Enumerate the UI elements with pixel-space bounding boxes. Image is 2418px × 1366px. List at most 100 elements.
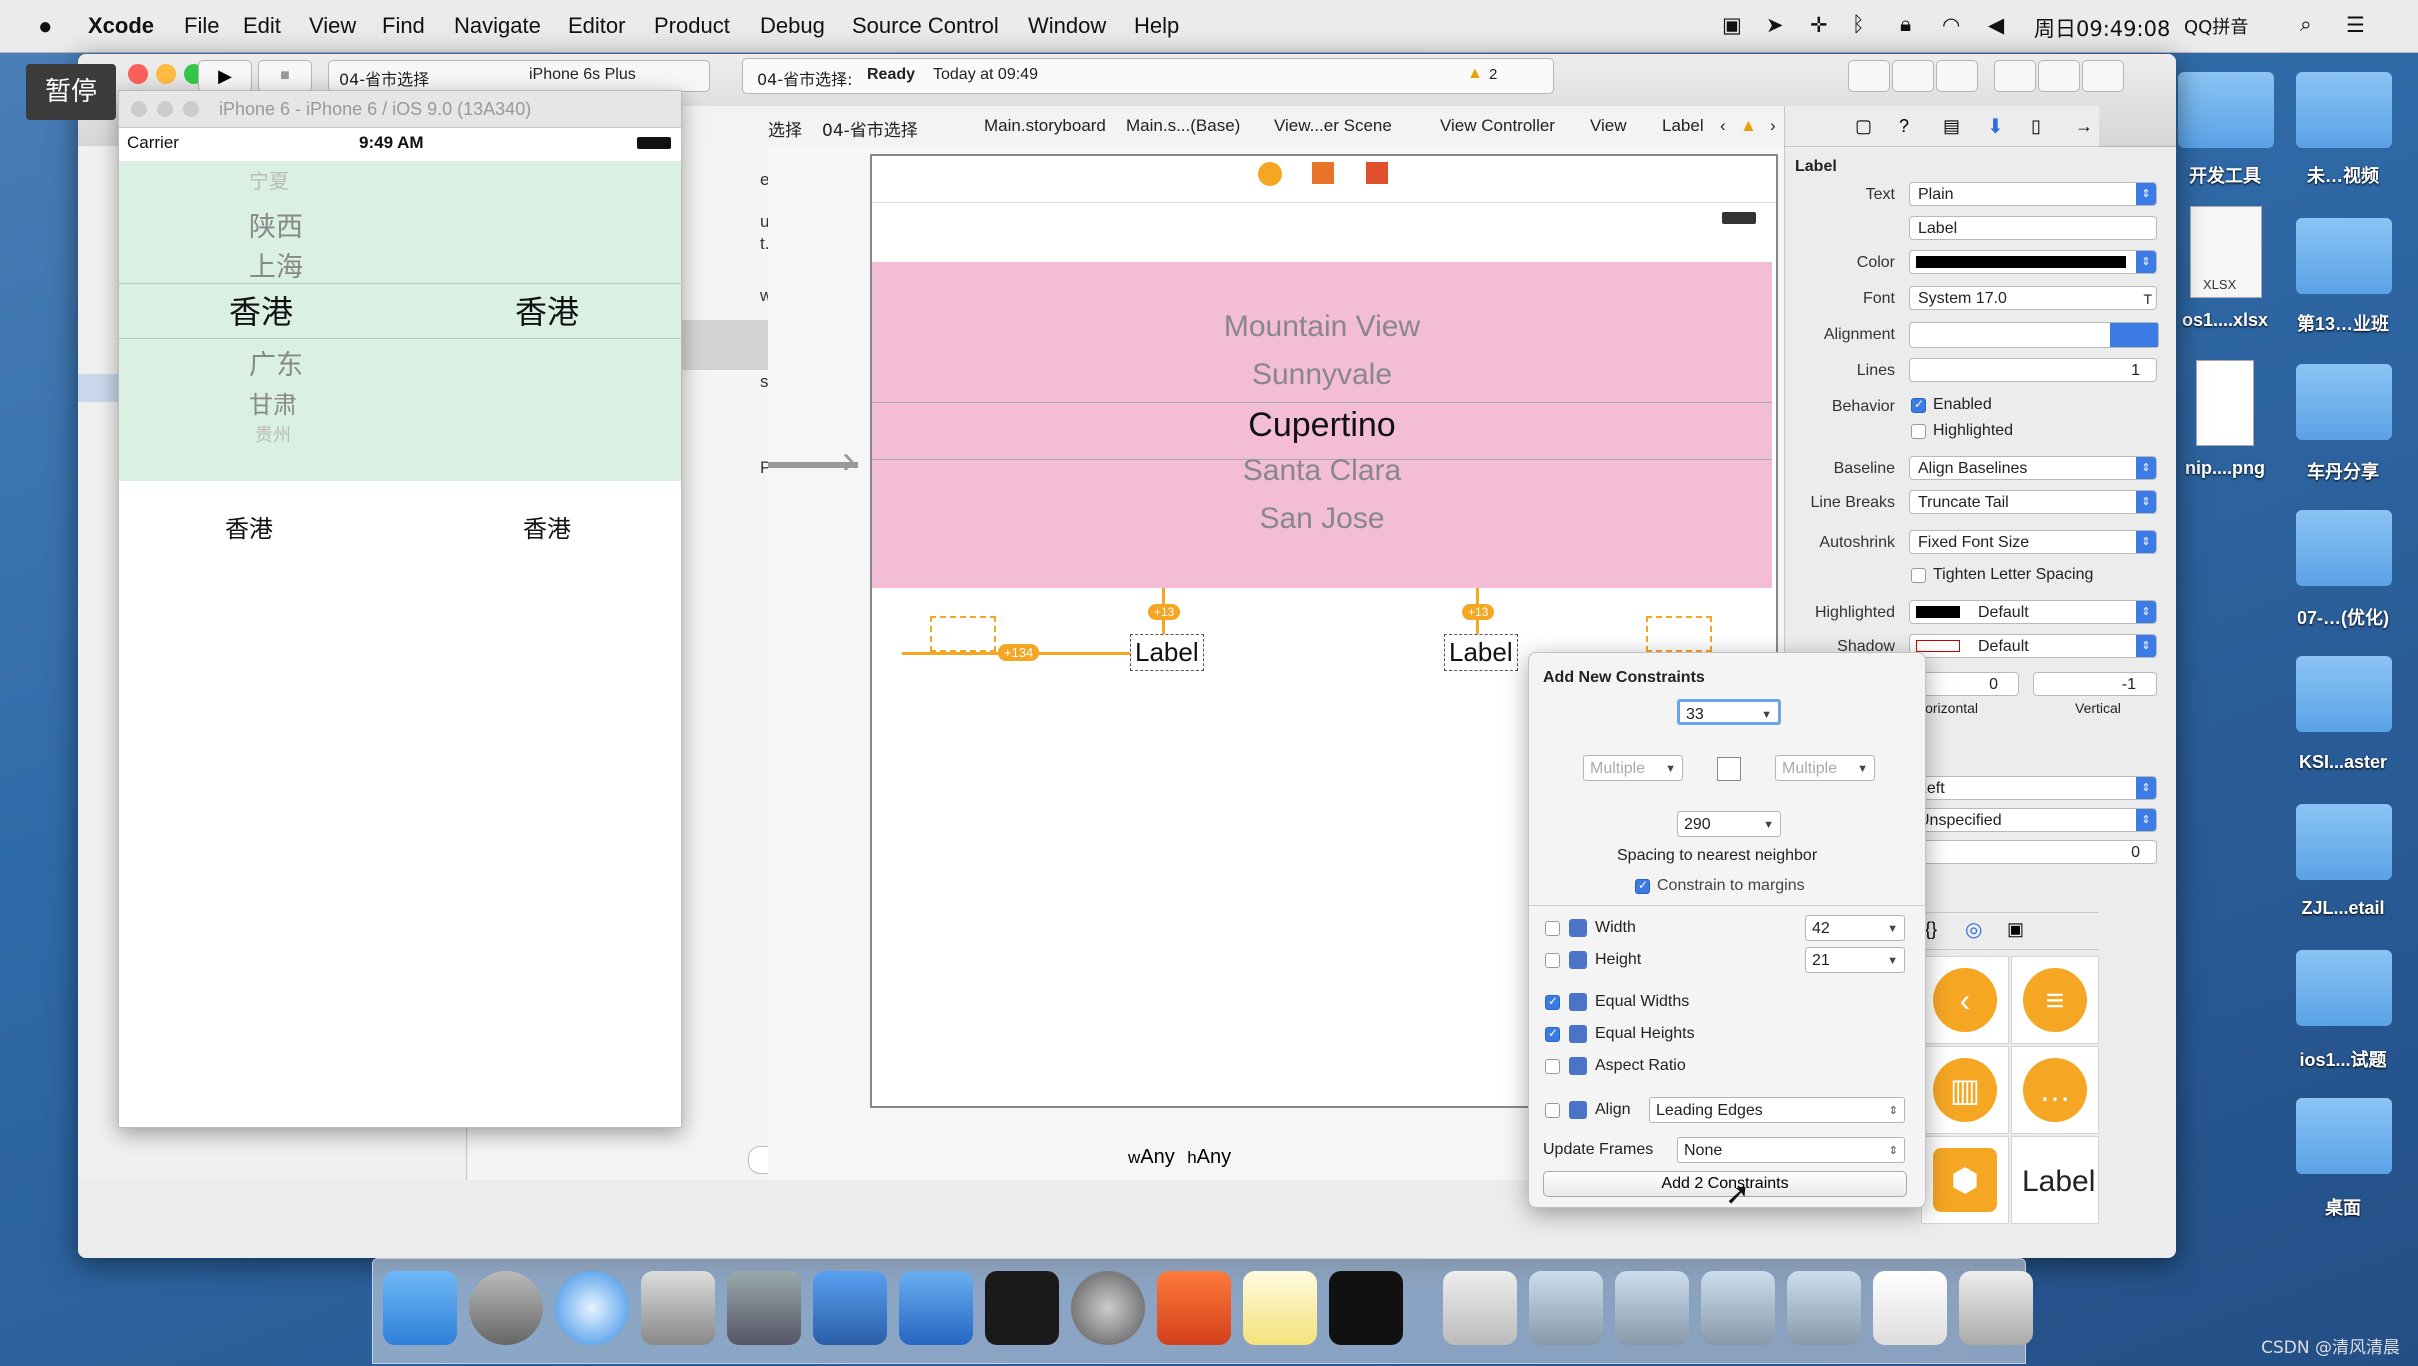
equal-widths-checkbox[interactable] <box>1545 994 1560 1010</box>
text-content-field[interactable]: Label <box>1909 216 2157 240</box>
folder-icon[interactable] <box>2296 1098 2392 1174</box>
input-method[interactable]: QQ拼音 <box>2184 17 2249 38</box>
safari-icon[interactable] <box>555 1271 629 1345</box>
attributes-inspector-icon[interactable]: ⬇ <box>1987 116 2004 138</box>
menu-editor[interactable]: Editor <box>568 13 626 38</box>
notification-center-icon[interactable]: ☰ <box>2346 14 2365 37</box>
aspect-ratio-checkbox[interactable] <box>1545 1059 1560 1074</box>
finder-icon[interactable] <box>383 1271 457 1345</box>
shadow-offset-h[interactable]: 0 <box>1909 672 2019 696</box>
apple-icon[interactable]: ● <box>38 13 53 40</box>
minimized-window-icon[interactable] <box>1529 1271 1603 1345</box>
desktop-icon-label[interactable]: 桌面 <box>2325 1198 2361 1218</box>
tighten-checkbox[interactable] <box>1911 568 1926 583</box>
alignment-justified-selected[interactable] <box>2110 323 2158 347</box>
folder-icon[interactable] <box>2296 656 2392 732</box>
simulator-minimize-button[interactable] <box>157 101 173 117</box>
identity-inspector-icon[interactable]: ▤ <box>1943 116 1961 136</box>
align-checkbox[interactable] <box>1545 1103 1560 1118</box>
connections-inspector-icon[interactable]: → <box>2075 116 2093 136</box>
version-editor-icon[interactable] <box>1936 60 1978 92</box>
menu-find[interactable]: Find <box>382 13 425 38</box>
semantic-popup[interactable]: Unspecified⇕ <box>1909 808 2157 832</box>
standard-editor-icon[interactable] <box>1848 60 1890 92</box>
terminal-icon[interactable] <box>985 1271 1059 1345</box>
help-inspector-icon[interactable]: ? <box>1899 116 1910 136</box>
menu-debug[interactable]: Debug <box>760 13 825 38</box>
desktop-icon-label[interactable]: KSI...aster <box>2298 752 2388 772</box>
library-item-table-controller[interactable]: ≡ <box>2011 956 2099 1044</box>
bottom-spacing-field[interactable]: 290▼ <box>1677 811 1781 837</box>
navigator-toggle-icon[interactable] <box>1994 60 2036 92</box>
jump-forward-icon[interactable]: › <box>1770 116 1776 135</box>
desktop-icon-label[interactable]: 开发工具 <box>2189 166 2261 186</box>
spotlight-search-icon[interactable]: ⌕ <box>2300 13 2312 36</box>
menubar-clock[interactable]: 周日09:49:08 <box>2034 17 2171 41</box>
breadcrumb-item[interactable]: Main.storyboard <box>984 116 1106 135</box>
highlighted-checkbox[interactable] <box>1911 424 1926 439</box>
shadow-color-popup[interactable]: Default⇕ <box>1909 634 2157 658</box>
folder-icon[interactable] <box>2296 218 2392 294</box>
label-right[interactable]: Label <box>1444 634 1518 671</box>
media-library-icon[interactable]: ▣ <box>2007 919 2025 939</box>
utilities-toggle-icon[interactable] <box>2082 60 2124 92</box>
right-spacing-field[interactable]: Multiple▼ <box>1775 755 1875 781</box>
menu-product[interactable]: Product <box>654 13 730 38</box>
size-class-indicator[interactable]: wAny hAny <box>1128 1146 1231 1169</box>
desktop-icon-label[interactable]: 车丹分享 <box>2307 462 2379 482</box>
close-window-button[interactable] <box>128 64 148 84</box>
lines-stepper[interactable]: 1 <box>1909 358 2157 382</box>
width-field[interactable]: 42▼ <box>1805 915 1905 941</box>
assistant-editor-icon[interactable] <box>1892 60 1934 92</box>
folder-icon[interactable] <box>2296 510 2392 586</box>
menu-navigate[interactable]: Navigate <box>454 13 541 38</box>
shadow-offset-v[interactable]: -1 <box>2033 672 2157 696</box>
pause-overlay-badge[interactable]: 暂停 <box>26 64 116 120</box>
system-preferences-icon[interactable] <box>1071 1271 1145 1345</box>
stop-button[interactable]: ■ <box>258 60 312 92</box>
run-button[interactable]: ▶ <box>198 60 252 92</box>
library-item-object[interactable]: ⬢ <box>1921 1136 2009 1224</box>
menu-app-xcode[interactable]: Xcode <box>88 13 155 38</box>
autoshrink-popup[interactable]: Fixed Font Size⇕ <box>1909 530 2157 554</box>
trash-icon[interactable] <box>1959 1271 2033 1345</box>
enabled-checkbox[interactable] <box>1911 397 1926 413</box>
equal-heights-checkbox[interactable] <box>1545 1026 1560 1042</box>
baseline-popup[interactable]: Align Baselines⇕ <box>1909 456 2157 480</box>
video-app-icon[interactable] <box>727 1271 801 1345</box>
breadcrumb-item[interactable]: View <box>1590 116 1627 135</box>
folder-icon[interactable] <box>2296 950 2392 1026</box>
volume-icon[interactable]: ◀ <box>1988 14 2005 37</box>
library-item-tab-controller[interactable]: … <box>2011 1046 2099 1134</box>
minimized-window-icon[interactable] <box>1873 1271 1947 1345</box>
province-picker[interactable]: 宁夏 陕西 上海 香港 香港 广东 甘肃 贵州 <box>119 161 681 481</box>
minimized-window-icon[interactable] <box>1787 1271 1861 1345</box>
breadcrumb-item[interactable]: View...er Scene <box>1274 116 1392 135</box>
instruments-icon[interactable] <box>899 1271 973 1345</box>
leading-constraint-badge[interactable]: +134 <box>998 644 1040 661</box>
height-field[interactable]: 21▼ <box>1805 947 1905 973</box>
align-popup[interactable]: Leading Edges⇕ <box>1649 1097 1905 1123</box>
menu-edit[interactable]: Edit <box>243 13 281 38</box>
breadcrumb-item[interactable]: Label <box>1662 116 1704 135</box>
minimize-window-button[interactable] <box>156 64 176 84</box>
bluetooth-icon[interactable]: ᛒ <box>1852 13 1865 36</box>
simulator-close-button[interactable] <box>131 101 147 117</box>
wifi-icon[interactable]: ◠ <box>1942 14 1961 37</box>
folder-icon[interactable] <box>2296 72 2392 148</box>
mouse-app-icon[interactable] <box>641 1271 715 1345</box>
location-icon[interactable]: ➤ <box>1766 14 1784 37</box>
desktop-icon-label[interactable]: 第13…业班 <box>2296 314 2390 334</box>
code-snippet-icon[interactable]: {} <box>1925 919 1938 939</box>
folder-icon[interactable] <box>2178 72 2274 148</box>
console-icon[interactable] <box>1329 1271 1403 1345</box>
color-well[interactable]: ⇕ <box>1909 250 2157 274</box>
update-frames-popup[interactable]: None⇕ <box>1677 1137 1905 1163</box>
top-constraint-badge[interactable]: +13 <box>1462 604 1495 620</box>
warning-icon[interactable]: ▲ <box>1467 65 1483 82</box>
breadcrumb-item[interactable]: 选择 <box>768 121 802 141</box>
menu-view[interactable]: View <box>309 13 357 38</box>
lock-icon[interactable]: 🔒︎ <box>1900 13 1912 36</box>
menu-source-control[interactable]: Source Control <box>852 13 999 38</box>
